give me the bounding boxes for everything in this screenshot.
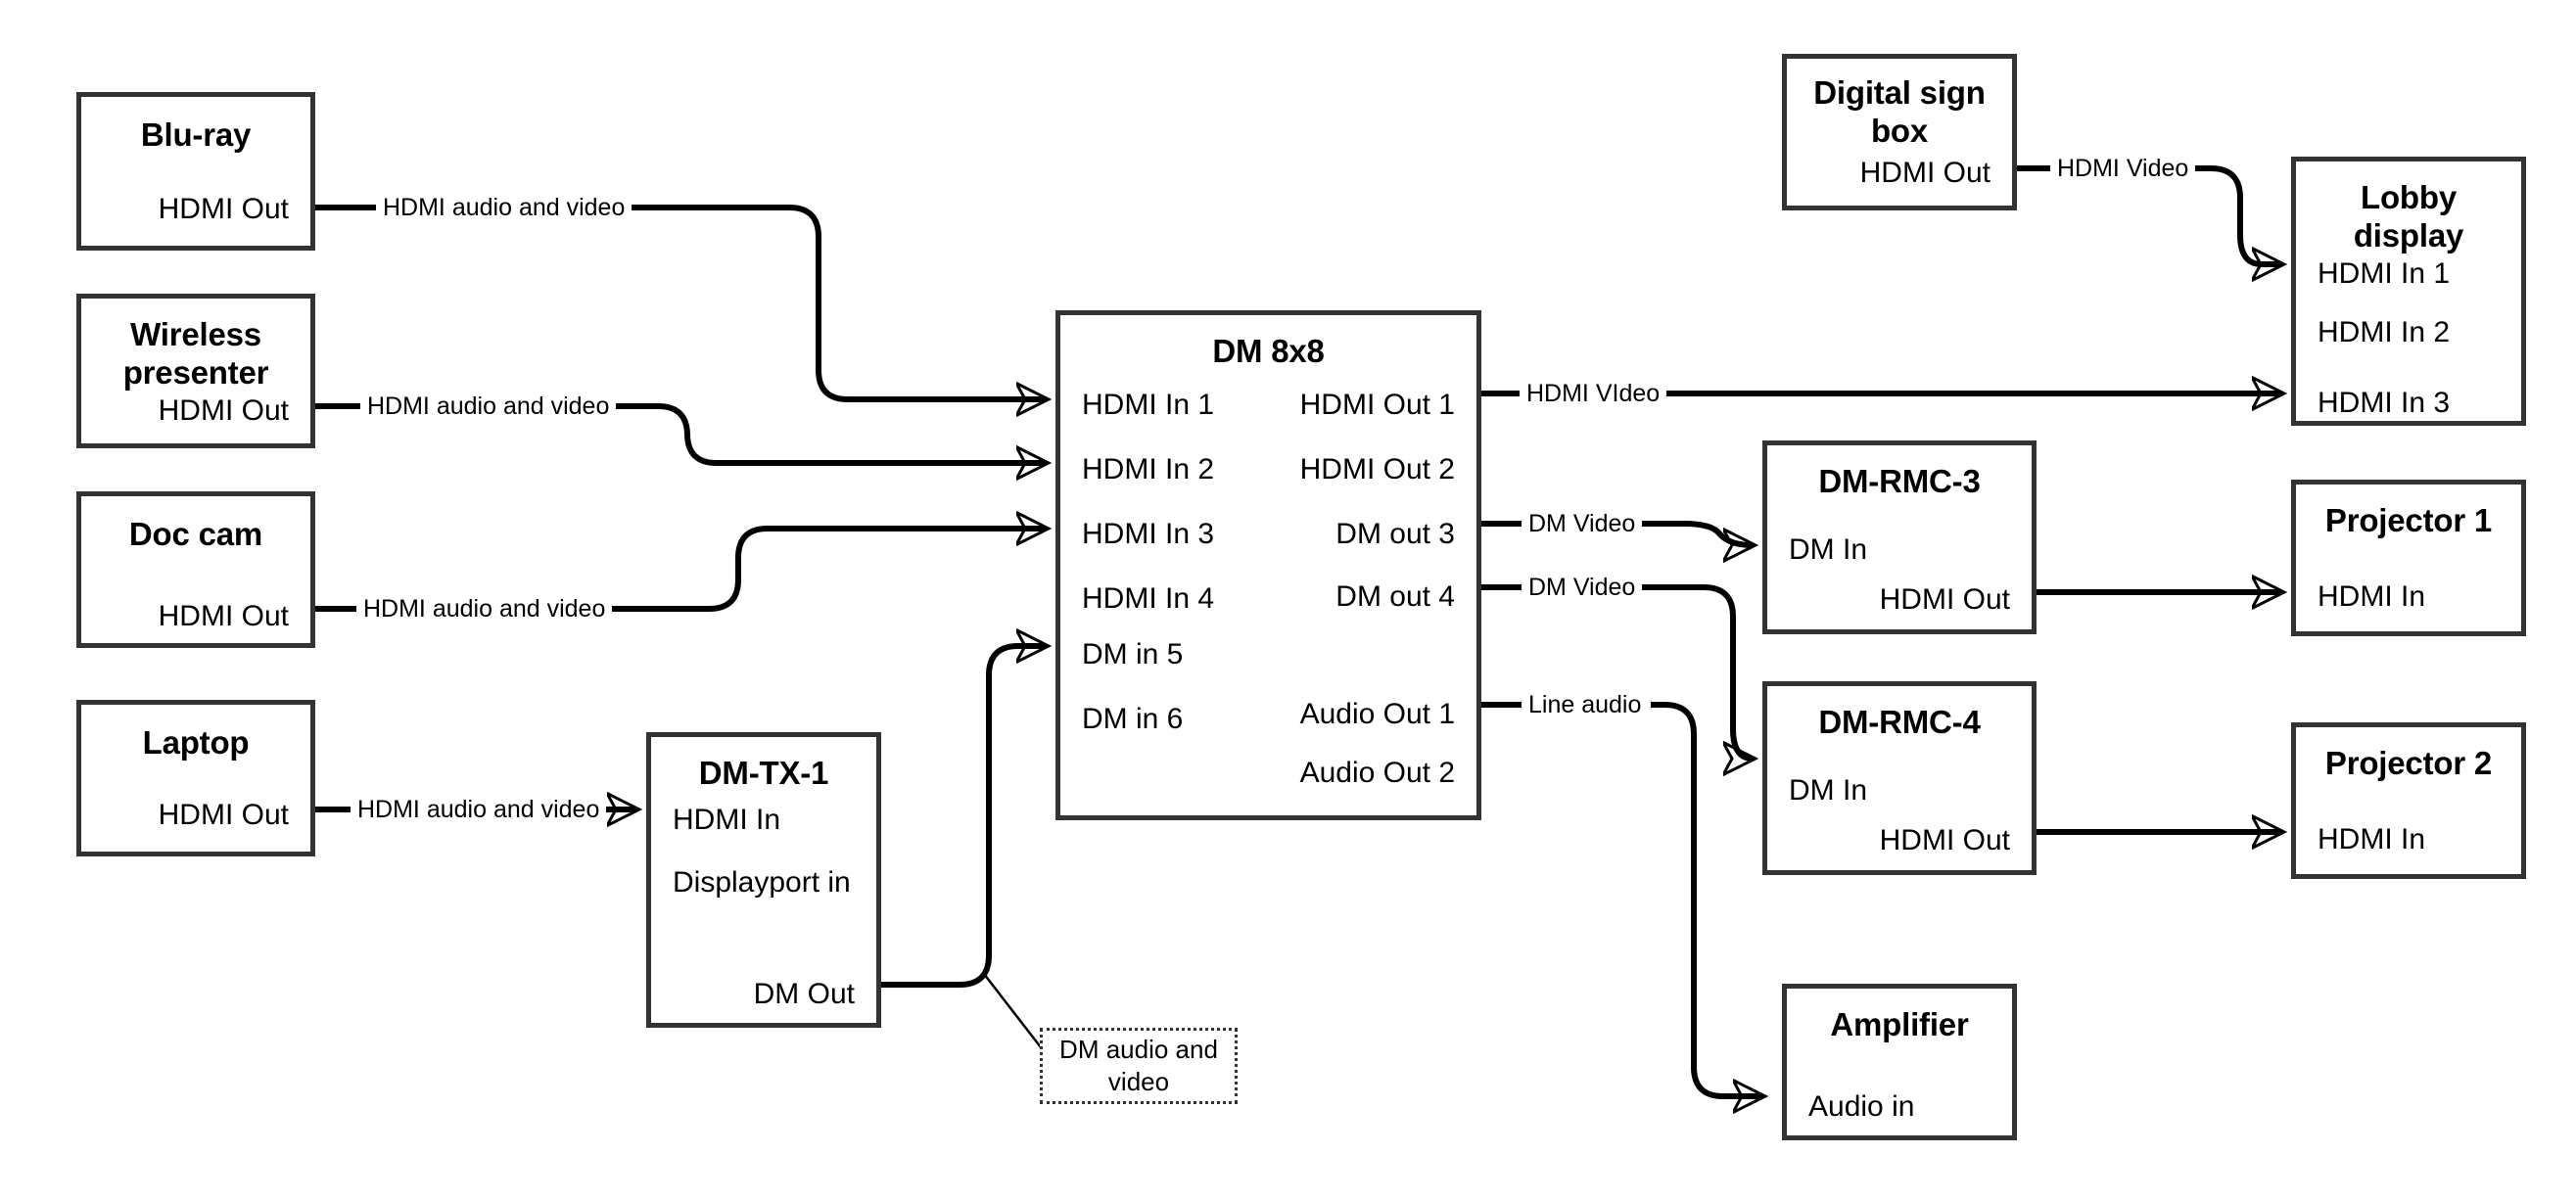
node-dm-tx-1[interactable]: DM-TX-1 HDMI In Displayport in DM Out xyxy=(646,732,881,1028)
wire-label-hdmi-video-out1: HDMI VIdeo xyxy=(1520,382,1667,406)
node-blu-ray[interactable]: Blu-ray HDMI Out xyxy=(76,92,315,251)
port-hdmi-in-1: HDMI In 1 xyxy=(2318,257,2451,290)
port-dm-in: DM In xyxy=(1789,774,1868,807)
note-dm-audio-and-video: DM audio and video xyxy=(1040,1028,1238,1104)
wire-label-laptop: HDMI audio and video xyxy=(351,798,607,822)
node-doc-cam[interactable]: Doc cam HDMI Out xyxy=(76,491,315,648)
port-dm-out: DM Out xyxy=(753,978,855,1010)
wire-bluray-to-dm-in1 xyxy=(315,205,1046,399)
port-dm-out-3: DM out 3 xyxy=(1335,518,1455,550)
port-hdmi-out: HDMI Out xyxy=(1879,824,2010,856)
port-hdmi-out: HDMI Out xyxy=(1859,157,1991,189)
wire-dmtx-to-dm-in5 xyxy=(881,646,1046,988)
wire-label-line-audio: Line audio xyxy=(1522,693,1649,717)
port-hdmi-in: HDMI In xyxy=(2318,580,2426,613)
node-amplifier[interactable]: Amplifier Audio in xyxy=(1782,984,2017,1140)
port-hdmi-out: HDMI Out xyxy=(158,799,289,831)
wire-label-doccam: HDMI audio and video xyxy=(356,597,613,622)
wire-label-dm-video-3: DM Video xyxy=(1522,512,1643,536)
port-hdmi-out: HDMI Out xyxy=(158,394,289,427)
port-hdmi-in: HDMI In xyxy=(673,804,781,836)
node-title: DM 8x8 xyxy=(1212,333,1325,369)
port-hdmi-out: HDMI Out xyxy=(1879,583,2010,616)
node-title: Projector 1 xyxy=(2324,502,2493,538)
node-title: Amplifier xyxy=(1830,1006,1969,1042)
node-digital-sign-box[interactable]: Digital sign box HDMI Out xyxy=(1782,54,2017,210)
port-hdmi-in-1: HDMI In 1 xyxy=(1082,389,1215,421)
port-dm-in-6: DM in 6 xyxy=(1082,703,1184,735)
port-audio-out-1: Audio Out 1 xyxy=(1299,698,1455,730)
port-hdmi-in-4: HDMI In 4 xyxy=(1082,582,1215,615)
node-title: Blu-ray xyxy=(140,116,252,153)
port-hdmi-in: HDMI In xyxy=(2318,823,2426,855)
port-hdmi-in-2: HDMI In 2 xyxy=(1082,453,1215,485)
node-title: DM-RMC-4 xyxy=(1818,704,1981,740)
port-hdmi-out-2: HDMI Out 2 xyxy=(1299,453,1455,485)
wire-label-hdmi-video-sign: HDMI Video xyxy=(2050,157,2196,181)
port-dm-in-5: DM in 5 xyxy=(1082,638,1184,670)
port-hdmi-out: HDMI Out xyxy=(158,193,289,225)
wire-label-bluray: HDMI audio and video xyxy=(376,196,632,220)
node-dm-rmc-3[interactable]: DM-RMC-3 DM In HDMI Out xyxy=(1762,440,2037,634)
node-projector-2[interactable]: Projector 2 HDMI In xyxy=(2291,722,2526,879)
node-title: DM-RMC-3 xyxy=(1818,463,1981,499)
node-title: Lobby display xyxy=(2353,179,2464,254)
port-dm-in: DM In xyxy=(1789,533,1868,566)
wire-label-wireless: HDMI audio and video xyxy=(360,394,617,419)
node-wireless-presenter[interactable]: Wireless presenter HDMI Out xyxy=(76,294,315,448)
node-lobby-display[interactable]: Lobby display HDMI In 1 HDMI In 2 HDMI I… xyxy=(2291,157,2526,426)
wire-dm-audio1-to-amp xyxy=(1481,702,1762,1096)
port-hdmi-out: HDMI Out xyxy=(158,600,289,632)
node-dm-rmc-4[interactable]: DM-RMC-4 DM In HDMI Out xyxy=(1762,681,2037,875)
port-audio-in: Audio in xyxy=(1808,1090,1915,1123)
node-title: Doc cam xyxy=(128,516,263,552)
port-hdmi-out-1: HDMI Out 1 xyxy=(1299,389,1455,421)
node-projector-1[interactable]: Projector 1 HDMI In xyxy=(2291,480,2526,636)
port-hdmi-in-3: HDMI In 3 xyxy=(2318,387,2451,419)
wire-dm-out4-to-rmc4 xyxy=(1481,584,1753,759)
port-audio-out-2: Audio Out 2 xyxy=(1299,757,1455,789)
node-title: Laptop xyxy=(142,724,250,761)
node-title: Digital sign box xyxy=(1813,74,1986,149)
node-laptop[interactable]: Laptop HDMI Out xyxy=(76,700,315,856)
port-dm-out-4: DM out 4 xyxy=(1335,580,1455,613)
node-title: Projector 2 xyxy=(2324,745,2493,781)
leader-dm-audio-video-note xyxy=(983,973,1042,1048)
port-hdmi-in-2: HDMI In 2 xyxy=(2318,316,2451,348)
port-hdmi-in-3: HDMI In 3 xyxy=(1082,518,1215,550)
wire-label-dm-video-4: DM Video xyxy=(1522,576,1643,600)
port-displayport-in: Displayport in xyxy=(673,866,851,899)
node-title: Wireless presenter xyxy=(122,316,269,391)
wire-signbox-to-lobby-in1 xyxy=(2017,165,2281,264)
node-title: DM-TX-1 xyxy=(698,755,829,791)
node-dm-8x8[interactable]: DM 8x8 HDMI In 1 HDMI In 2 HDMI In 3 HDM… xyxy=(1055,310,1481,820)
